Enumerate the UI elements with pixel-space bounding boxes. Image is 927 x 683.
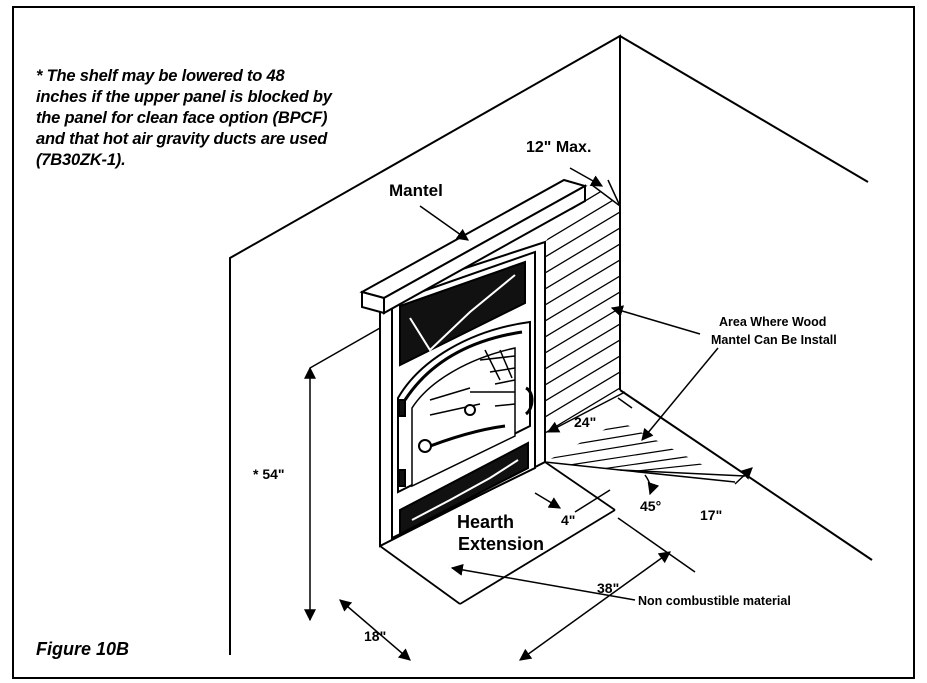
dim-label-17: 17" bbox=[700, 507, 722, 523]
dim-label-12-max: 12" Max. bbox=[526, 139, 591, 156]
floor-area-edge bbox=[544, 461, 736, 483]
figure-frame bbox=[12, 6, 915, 679]
dim-label-18: 18" bbox=[364, 628, 386, 644]
label-area-wood-mantel-line1: Area Where Wood bbox=[719, 315, 826, 329]
label-area-wood-mantel-line2: Mantel Can Be Install bbox=[711, 333, 837, 347]
dim-label-24: 24" bbox=[574, 414, 596, 430]
floor-corner-line bbox=[619, 389, 873, 561]
label-hearth-line1: Hearth bbox=[457, 512, 514, 532]
dim-label-54: * 54" bbox=[253, 466, 285, 482]
label-hearth-line2: Extension bbox=[458, 534, 544, 554]
mantel-shelf bbox=[359, 178, 588, 315]
side-wall-boundary bbox=[591, 184, 621, 207]
label-non-combustible: Non combustible material bbox=[638, 594, 791, 608]
back-wall bbox=[229, 34, 621, 655]
figure-caption: Figure 10B bbox=[36, 639, 129, 659]
dim-label-45-degrees: 45° bbox=[640, 498, 661, 514]
dim-label-4: 4" bbox=[561, 512, 575, 528]
fireplace-unit bbox=[391, 250, 536, 540]
label-mantel: Mantel bbox=[389, 181, 443, 200]
dimension-lines bbox=[304, 167, 753, 661]
dim-label-38: 38" bbox=[597, 580, 619, 596]
shelf-note: * The shelf may be lowered to 48 inches … bbox=[36, 67, 332, 169]
side-wall-top-edge bbox=[619, 35, 869, 183]
